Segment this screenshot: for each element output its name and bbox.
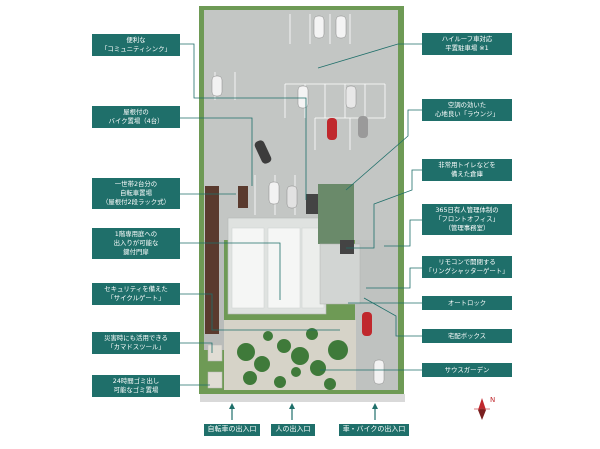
label-kamado-stool: 災害時にも活用できる 「カマドスツール」	[92, 332, 180, 354]
compass-icon: N	[474, 396, 495, 420]
label-community-sync: 便利な 「コミュニティシンク」	[92, 34, 180, 56]
label-emergency-storage: 非常用トイレなどを 備えた倉庫	[422, 159, 512, 181]
car-white	[313, 15, 325, 39]
label-ring-shutter-gate: リモコンで開閉する 「リングシャッターゲート」	[422, 256, 512, 278]
compass-label: N	[490, 396, 495, 404]
parking-stall-lines	[214, 14, 386, 215]
kamado-stool-area	[207, 344, 223, 362]
bike-box	[306, 194, 318, 214]
garbage-station	[207, 371, 223, 389]
car-white	[345, 85, 357, 109]
entrance-pedestrian: 人の出入口	[271, 424, 315, 436]
label-bicycle-parking: 一世帯2台分の 自転車置場 （屋根付2段ラック式）	[92, 178, 180, 209]
building	[227, 184, 361, 315]
entrance-car-bike: 車・バイクの出入口	[339, 424, 409, 436]
car-red	[327, 118, 337, 140]
bike-shelter	[238, 186, 248, 208]
bicycle-shed	[205, 186, 219, 334]
label-cycle-gate: セキュリティを備えた 「サイクルゲート」	[92, 283, 180, 305]
road	[200, 394, 405, 402]
label-auto-lock: オートロック	[422, 296, 512, 310]
car-white	[211, 75, 223, 97]
car-red	[362, 312, 372, 336]
label-front-office: 365日有人管理体制の 「フロントオフィス」 （管理事務室）	[422, 204, 512, 235]
label-south-garden: サウスガーデン	[422, 363, 512, 377]
car-white	[286, 185, 298, 209]
label-delivery-box: 宅配ボックス	[422, 329, 512, 343]
car-gray	[358, 116, 368, 138]
parking-lot	[204, 10, 398, 240]
car-white	[335, 15, 347, 39]
entrance-arrows	[229, 403, 378, 420]
label-garbage-station: 24時間ゴミ出し 可能なゴミ置場	[92, 375, 180, 397]
parked-cars	[211, 15, 385, 385]
lounge-roof	[318, 184, 354, 244]
entrance-bicycle: 自転車の出入口	[204, 424, 260, 436]
leader-lines	[180, 43, 422, 386]
car-white	[268, 181, 280, 205]
storage	[340, 240, 354, 254]
label-high-roof-parking: ハイルーフ車対応 平置駐車場 ※1	[422, 33, 512, 55]
label-lounge: 空調の効いた 心地良い「ラウンジ」	[422, 99, 512, 121]
car-white	[297, 85, 309, 109]
car-black	[254, 140, 272, 164]
car-white	[373, 359, 385, 385]
label-bike-parking: 屋根付の バイク置場（4台）	[92, 106, 180, 128]
label-private-garden-gate: 1階専用庭への 出入りが可能な 鍵付門扉	[92, 228, 180, 259]
garden-trees	[237, 328, 348, 390]
